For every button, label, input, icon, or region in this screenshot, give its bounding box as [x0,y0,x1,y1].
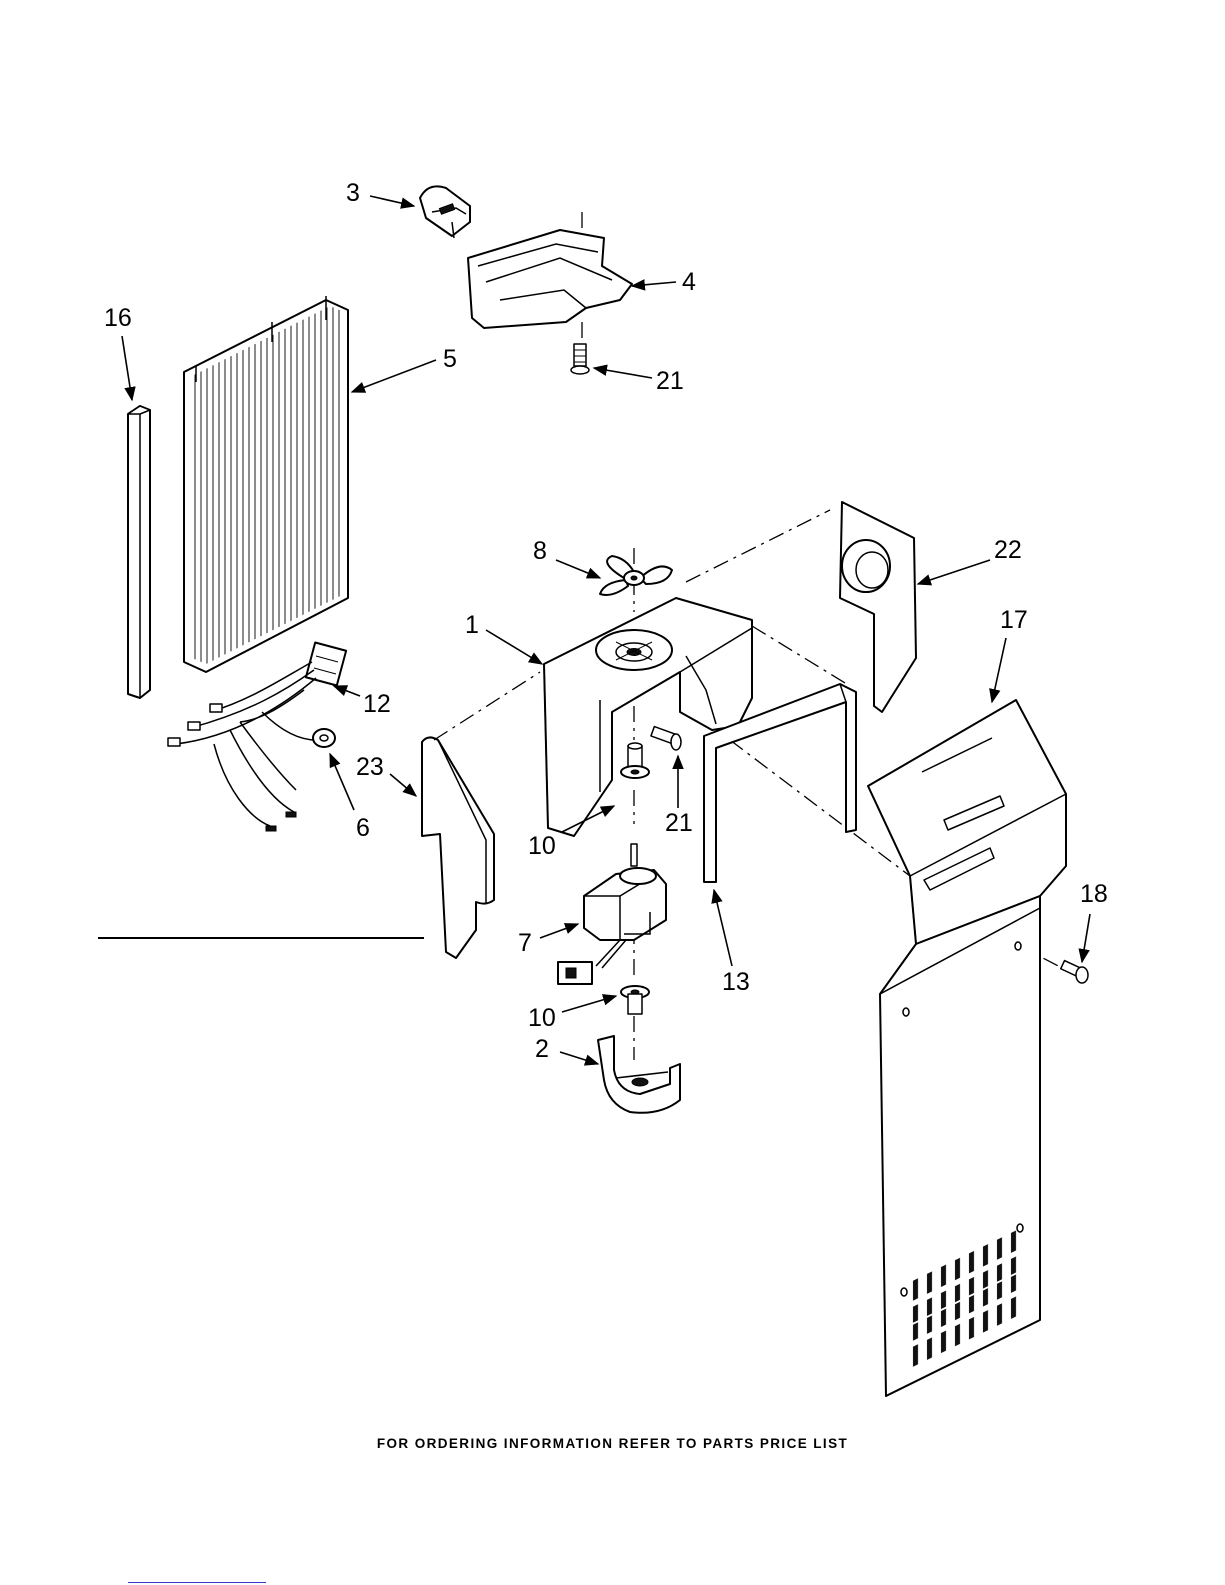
callout-7: 7 [518,929,532,957]
part-1-fan-shroud [544,598,752,836]
part-21-screw-top [571,344,589,374]
part-17-rear-panel [868,700,1066,1396]
part-2-motor-bracket [598,1036,680,1113]
part-7-fan-motor [558,844,666,984]
part-10-bushing-upper [621,743,649,778]
part-21-screw-mid [651,727,681,750]
callout-6: 6 [356,814,370,842]
callout-5: 5 [443,345,457,373]
callout-21-mid: 21 [665,809,693,837]
part-18-screw [1061,961,1088,983]
callout-23: 23 [356,753,384,781]
callout-10-upper: 10 [528,832,556,860]
callout-1: 1 [465,611,479,639]
part-16-strip [128,406,150,698]
part-22-deflector [840,502,916,712]
part-8-fan-blade [600,556,672,595]
callout-18: 18 [1080,880,1108,908]
part-6-grommet [313,729,335,747]
callout-12: 12 [363,690,391,718]
callout-8: 8 [533,537,547,565]
callout-3: 3 [346,179,360,207]
callout-21-top: 21 [656,367,684,395]
callout-22: 22 [994,536,1022,564]
callout-2: 2 [535,1035,549,1063]
callout-17: 17 [1000,606,1028,634]
part-10-bushing-lower [621,986,649,1014]
part-3-damper-part [420,186,470,238]
part-5-ribbed-panel [184,296,348,672]
part-4-air-duct [468,212,632,340]
callout-13: 13 [722,968,750,996]
callout-10-lower: 10 [528,1004,556,1032]
part-23-baffle [422,672,540,958]
callout-16: 16 [104,304,132,332]
bottom-link-underline[interactable] [128,1582,266,1583]
ordering-info-footer: FOR ORDERING INFORMATION REFER TO PARTS … [0,1436,1225,1451]
callout-4: 4 [682,268,696,296]
